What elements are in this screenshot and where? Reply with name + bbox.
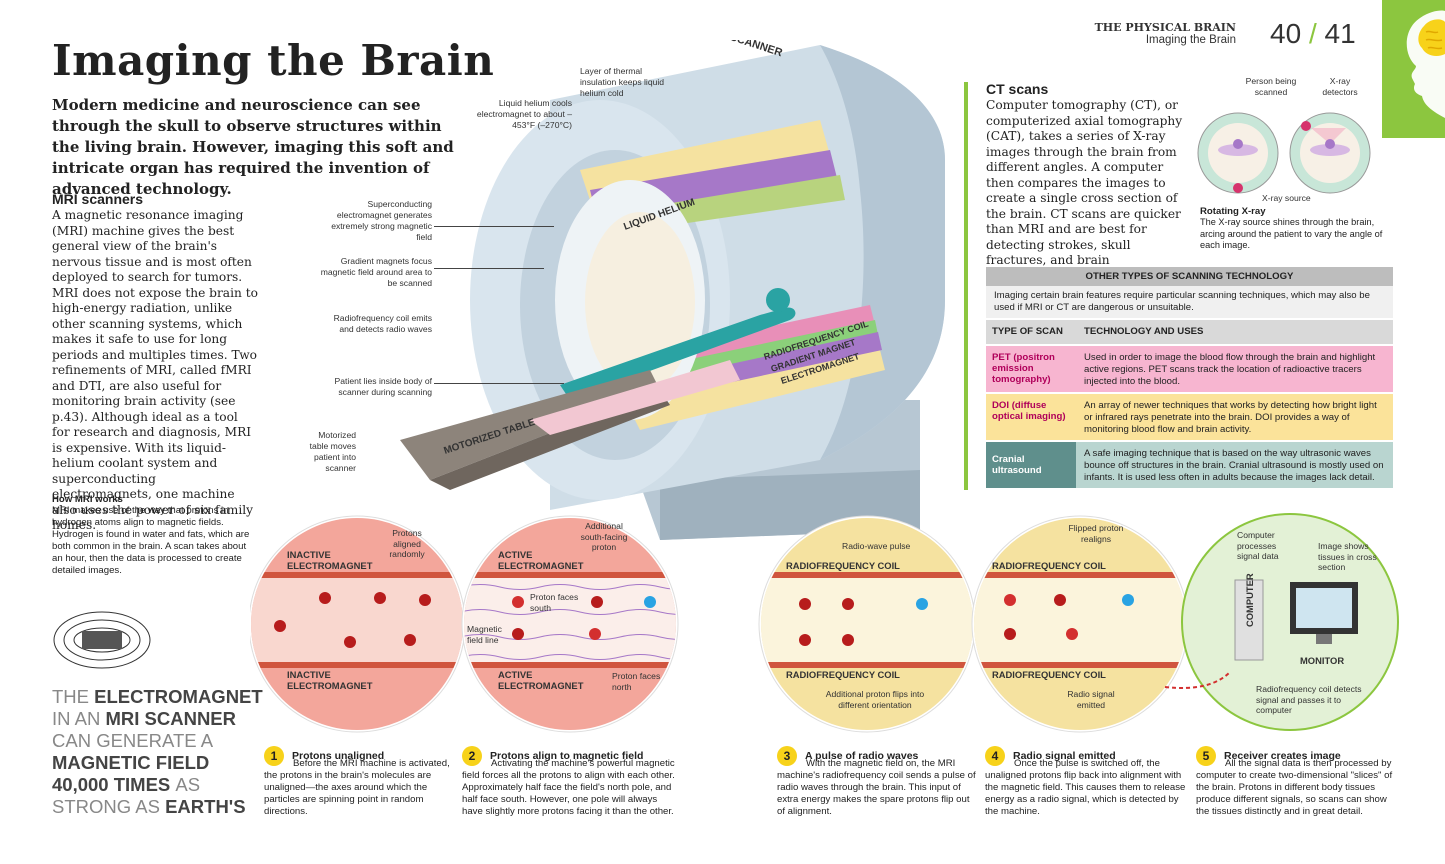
table-row: DOI (diffuse optical imaging) An array o… xyxy=(986,392,1393,440)
c2-annotation-south: Additional south-facing proton xyxy=(580,521,628,552)
fact-quote: The electromagnet in an MRI scanner can … xyxy=(52,686,263,817)
c2-annotation-faces-south: Proton faces south xyxy=(530,592,579,613)
lead-paragraph: Modern medicine and neuroscience can see… xyxy=(52,96,454,198)
ct-person-label: Person being scanned xyxy=(1245,76,1297,97)
page-left: 40 xyxy=(1270,18,1302,49)
ct-rotating-caption: Rotating X-ray The X-ray source shines t… xyxy=(1200,206,1383,250)
c5-annotation-computer: Computer processes signal data xyxy=(1237,530,1279,561)
c4-top-label: RADIOFREQUENCY COIL xyxy=(992,560,1106,571)
c2-top-label: ACTIVE ELECTROMAGNET xyxy=(498,549,584,571)
c5-monitor-label: MONITOR xyxy=(1300,655,1345,666)
mri-process-circles xyxy=(250,513,1399,733)
leader-line xyxy=(434,383,564,384)
mri-heading: MRI scanners xyxy=(52,191,144,207)
c2-annotation-faces-north: Proton faces north xyxy=(612,671,661,692)
c3-top-label: RADIOFREQUENCY COIL xyxy=(786,560,900,571)
ct-body: Computer tomography (CT), or computerize… xyxy=(986,98,1183,283)
ct-ring-right xyxy=(1289,112,1371,194)
page-right: 41 xyxy=(1324,18,1356,49)
ct-heading: CT scans xyxy=(986,81,1049,97)
c4-annotation-realigns: Flipped proton realigns xyxy=(1068,523,1124,544)
c1-annotation: Protons aligned randomly xyxy=(389,528,425,559)
page-separator: / xyxy=(1308,18,1317,49)
ct-accent-bar xyxy=(964,82,968,490)
callout-superconducting: Superconducting electromagnet generates … xyxy=(331,199,432,242)
c4-bottom-label: RADIOFREQUENCY COIL xyxy=(992,669,1106,680)
callout-helium: Liquid helium cools electromagnet to abo… xyxy=(476,98,572,130)
mri-scanner-illustration: MRI SCANNER LIQUID HELIUM RADIOFREQUENCY… xyxy=(400,40,945,540)
c2-bottom-label: ACTIVE ELECTROMAGNET xyxy=(498,669,584,691)
electromagnet-icon xyxy=(53,611,151,669)
page-numbers: 40 / 41 xyxy=(1270,18,1356,50)
c5-annotation-coil: Radiofrequency coil detects signal and p… xyxy=(1256,684,1362,715)
callout-table: Motorized table moves patient into scann… xyxy=(309,430,356,473)
chapter-tab xyxy=(1382,0,1445,138)
c5-annotation-image: Image shows tissues in cross section xyxy=(1318,541,1377,572)
how-heading: How MRI works xyxy=(52,494,123,505)
c4-annotation-signal: Radio signal emitted xyxy=(1067,689,1115,710)
ct-rotation-diagram xyxy=(1197,112,1371,194)
scanner-label: MRI SCANNER xyxy=(706,40,784,59)
scanning-technology-table: OTHER TYPES OF SCANNING TECHNOLOGY Imagi… xyxy=(986,267,1393,488)
leader-line xyxy=(434,268,544,269)
ct-ring-left xyxy=(1197,112,1279,194)
c3-bottom-label: RADIOFREQUENCY COIL xyxy=(786,669,900,680)
section-title: THE PHYSICAL BRAIN xyxy=(1094,21,1236,34)
head-brain-icon xyxy=(1406,10,1445,138)
callout-patient: Patient lies inside body of scanner duri… xyxy=(334,376,432,397)
c1-bottom-label: INACTIVE ELECTROMAGNET xyxy=(287,669,373,691)
ct-detectors-label: X-ray detectors xyxy=(1322,76,1358,97)
table-intro: Imaging certain brain features require p… xyxy=(986,286,1393,318)
c5-computer-label: COMPUTER xyxy=(1244,573,1255,627)
c3-annotation-flip: Additional proton flips into different o… xyxy=(825,689,925,710)
running-header: THE PHYSICAL BRAIN Imaging the Brain xyxy=(1060,21,1236,46)
callout-rf: Radiofrequency coil emits and detects ra… xyxy=(333,313,432,334)
ct-source-label: X-ray source xyxy=(1262,193,1311,203)
leader-line xyxy=(434,226,554,227)
subsection-title: Imaging the Brain xyxy=(1145,34,1236,46)
mri-body: A magnetic resonance imaging (MRI) machi… xyxy=(52,208,258,532)
table-row: Cranial ultrasound A safe imaging techni… xyxy=(986,440,1393,488)
c1-top-label: INACTIVE ELECTROMAGNET xyxy=(287,549,373,571)
page-title: Imaging the Brain xyxy=(52,36,495,85)
c3-annotation-pulse: Radio-wave pulse xyxy=(842,541,911,551)
callout-insulation: Layer of thermal insulation keeps liquid… xyxy=(580,66,665,98)
table-row: PET (positron emission tomography) Used … xyxy=(986,344,1393,392)
c2-annotation-field-line: Magnetic field line xyxy=(467,624,502,645)
how-mri-works: How MRI works MRI makes use of the way t… xyxy=(52,494,252,577)
how-body: MRI makes use of the way that protons in… xyxy=(52,505,250,576)
table-header-row: TYPE OF SCAN TECHNOLOGY AND USES xyxy=(986,318,1393,344)
callout-gradient: Gradient magnets focus magnetic field ar… xyxy=(320,256,432,288)
table-title: OTHER TYPES OF SCANNING TECHNOLOGY xyxy=(986,267,1393,286)
